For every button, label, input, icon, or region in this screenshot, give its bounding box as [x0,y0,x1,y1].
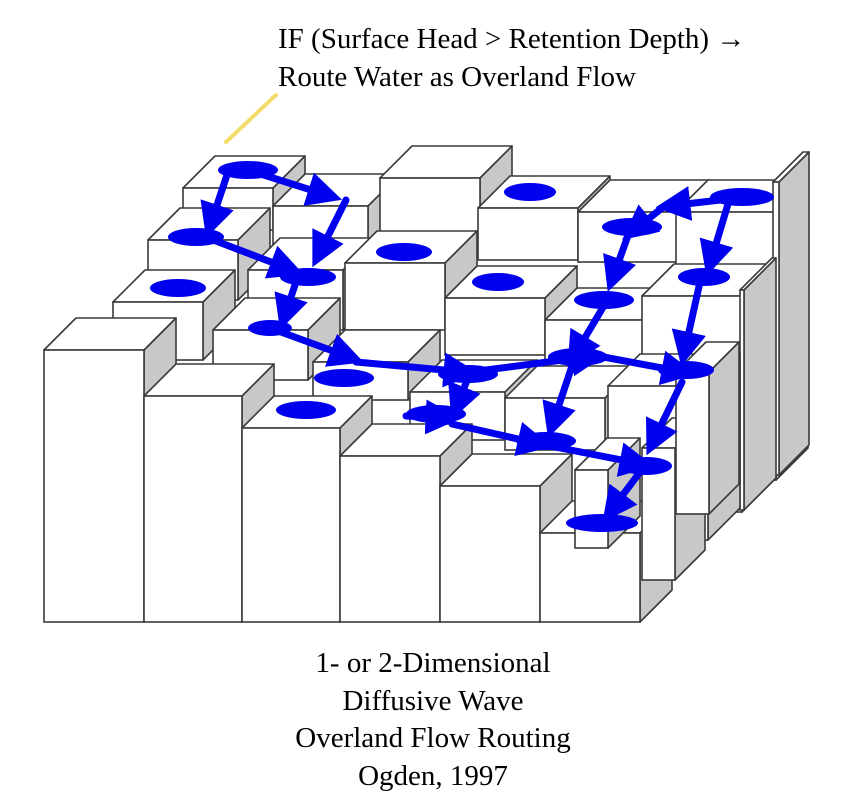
caption-line-2: Diffusive Wave [342,684,524,717]
caption-line-4: Ogden, 1997 [358,759,508,792]
flow-arrow-icon [250,168,343,206]
flow-arrows [200,168,742,523]
flow-arrow-icon [594,350,697,386]
flow-arrow-icon [646,378,686,456]
flow-arrow-icon [567,300,609,367]
annotation-line-1: IF (Surface Head > Retention Depth) → [278,23,746,55]
annotation-line-2: Route Water as Overland Flow [278,61,636,93]
flow-arrow-icon [274,278,308,330]
terrain-cells [43,145,810,623]
annotation-text: IF (Surface Head > Retention Depth) → Ro… [278,20,745,96]
flow-arrow-icon [352,352,479,388]
flow-arrow-icon [602,468,644,523]
terrain-cell [43,317,177,623]
flow-arrow-icon [448,420,553,457]
water-pool-icon [472,273,524,291]
terrain-cell [675,341,740,515]
flow-arrow-icon [671,278,706,367]
flow-arrow-icon [200,168,234,238]
flow-arrow-icon [655,186,742,221]
flow-arrow-icon [622,204,666,240]
caption-line-3: Overland Flow Routing [295,722,571,754]
water-pool-icon [376,243,432,261]
terrain-cell [379,145,513,241]
water-pool-icon [504,183,556,201]
flow-arrow-icon [546,442,655,477]
flow-arrow-icon [603,226,637,292]
flow-arrow-icon [266,324,364,367]
terrain-cell [739,257,777,511]
flow-arrow-icon [542,356,578,438]
flow-arrow-icon [204,234,304,279]
flow-arrow-icon [312,196,350,268]
water-pool-icon [276,401,336,419]
flow-arrow-icon [699,200,734,277]
caption-line-1: 1- or 2-Dimensional [315,647,551,679]
annotation-leader-line [224,93,278,144]
terrain-cell [772,151,810,476]
water-pool-icon [314,369,374,387]
water-pool-icon [566,514,638,532]
water-pool-icon [150,279,206,297]
flow-arrow-icon [402,399,461,435]
water-pool-icon [678,268,730,286]
terrain-cell [339,423,473,623]
water-pool-icon [574,291,634,309]
diagram-caption: 1- or 2-Dimensional Diffusive Wave Overl… [233,645,633,795]
